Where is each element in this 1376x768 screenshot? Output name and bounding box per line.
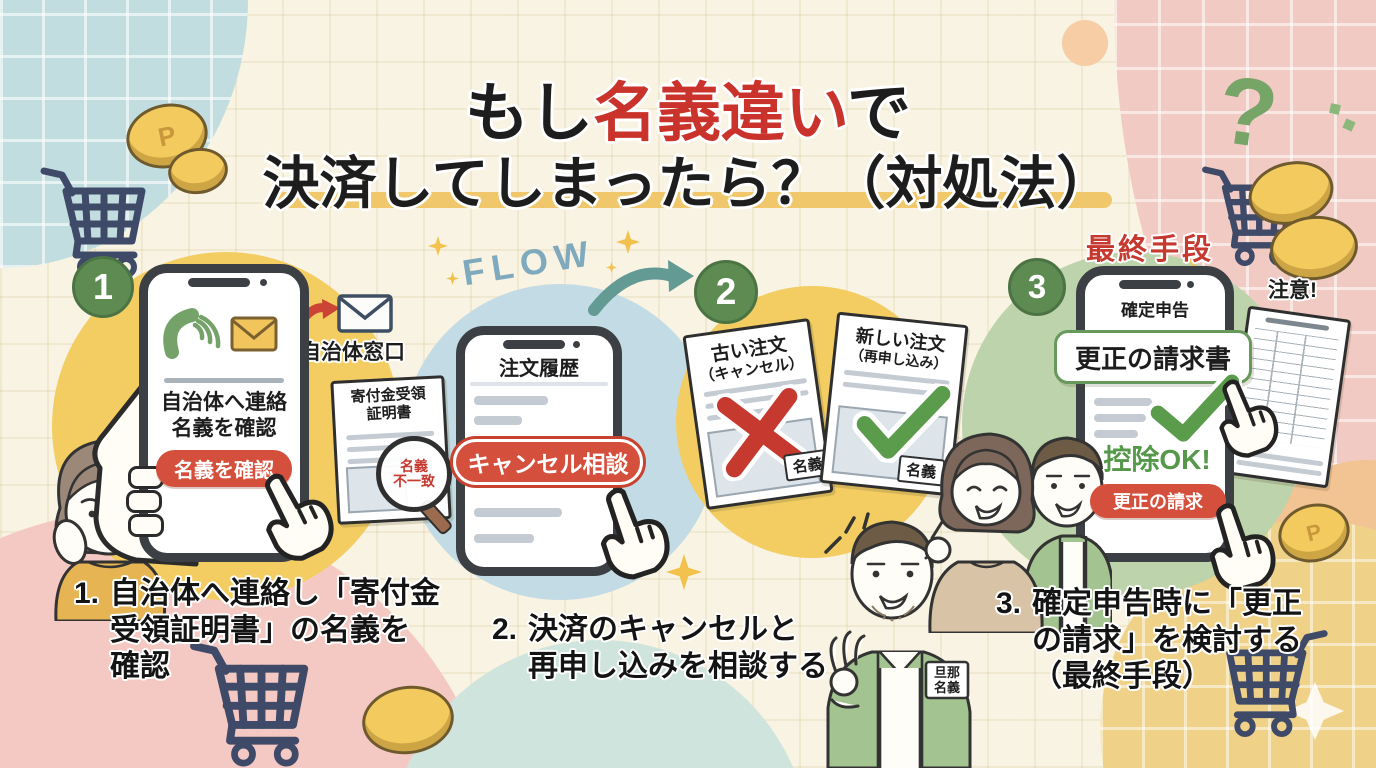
old-order-document: 古い注文 （キャンセル） 名義	[682, 317, 834, 511]
step3-badge: 3	[1008, 258, 1066, 316]
phone-camera-dot	[1187, 281, 1195, 288]
list-line	[474, 508, 562, 517]
deduction-ok-label: 控除OK!	[1103, 444, 1211, 475]
pointer-hand-icon	[1219, 379, 1279, 458]
mail-icon	[230, 316, 278, 352]
phone-call-and-mail-icons	[163, 308, 278, 359]
ok-man-illustration: 旦那 名義	[824, 512, 972, 768]
list-line	[474, 534, 534, 543]
pointer-hand-icon	[600, 487, 670, 580]
caption-step3: 3. 確定申告時に「更正 の請求」を検討する （最終手段）	[996, 586, 1376, 696]
emphasis-lines	[824, 512, 870, 554]
page-title-line1: もし名義違いで	[0, 62, 1376, 154]
finger	[128, 514, 164, 537]
title-highlight: 名義違い	[592, 77, 848, 149]
step1-badge: 1	[72, 256, 134, 318]
step1-phone-message: 自治体へ連絡 名義を確認	[148, 390, 300, 442]
sparkle-icon	[606, 262, 617, 273]
name-mismatch-stamp: 名義 不一致	[393, 457, 435, 489]
municipality-label: 自治体窓口	[300, 341, 405, 364]
caption-step1: 1. 自治体へ連絡し「寄付金 受領証明書」の名義を 確認	[74, 576, 474, 686]
cart-icon	[1226, 630, 1328, 737]
magnifier-icon: 名義 不一致	[376, 436, 452, 512]
phone-call-icon	[163, 308, 221, 359]
caption3-number: 3.	[996, 587, 1022, 620]
title-part1: もし	[464, 77, 593, 149]
step1-phone-text1: 自治体へ連絡	[161, 391, 287, 414]
screen-divider	[164, 378, 284, 383]
list-line	[474, 416, 522, 425]
caption3-text: 確定申告時に「更正 の請求」を検討する （最終手段）	[1032, 587, 1302, 694]
list-line	[1094, 430, 1138, 438]
pointer-hand-icon	[1209, 503, 1276, 592]
phone-notch	[503, 340, 566, 349]
list-line	[1094, 398, 1152, 406]
coin-letter: P	[1303, 518, 1325, 547]
step1-phone-text2: 名義を確認	[171, 416, 277, 440]
red-cross-icon	[712, 383, 811, 482]
peach-dot-top	[1062, 20, 1108, 66]
correction-claim-button[interactable]: 更正の請求	[1090, 484, 1226, 518]
phone-camera-dot	[573, 341, 581, 348]
tax-return-header: 確定申告	[1121, 301, 1189, 320]
cart-icon	[190, 642, 309, 767]
screen-divider	[470, 382, 608, 386]
municipality-mail-icon	[337, 294, 393, 333]
list-line	[1094, 414, 1146, 422]
list-line	[474, 396, 548, 405]
sparkle-icon	[616, 230, 640, 254]
form-header-line	[1265, 317, 1330, 332]
cancel-consult-button-label: キャンセル相談	[456, 442, 640, 482]
finger	[126, 490, 162, 513]
sparkle-icon	[428, 236, 448, 256]
phone-notch	[188, 278, 251, 287]
title-underline-bar	[272, 192, 1112, 208]
caption1-number: 1.	[74, 577, 100, 610]
phone-notch	[1119, 280, 1182, 289]
caption-step2: 2. 決済のキャンセルと 再申し込みを相談する	[492, 612, 872, 685]
correction-claim-box[interactable]: 更正の請求書	[1054, 330, 1252, 384]
step1-confirm-name-button[interactable]: 名義を確認	[156, 450, 292, 487]
new-order-document: 新しい注文 （再申し込み） 名義	[819, 311, 969, 497]
flow-arrow-icon	[588, 260, 694, 316]
couple-woman	[924, 432, 1044, 633]
big-green-check-icon	[1148, 374, 1242, 444]
caption2-text: 決済のキャンセルと 再申し込みを相談する	[528, 613, 828, 683]
phone-camera-dot	[259, 279, 267, 286]
green-check-icon	[851, 380, 954, 464]
caution-label: 注意!	[1268, 279, 1317, 302]
pointer-hand-icon	[265, 473, 334, 561]
caption2-number: 2.	[492, 613, 518, 646]
husband-name-tag-line1: 旦那	[934, 665, 960, 680]
last-resort-label: 最終手段	[1086, 234, 1215, 266]
ok-hand	[829, 630, 866, 709]
caption1-text: 自治体へ連絡し「寄付金 受領証明書」の名義を 確認	[110, 577, 440, 684]
happy-couple-illustration	[924, 432, 1112, 633]
receipt-title: 寄付金受領 証明書	[350, 385, 427, 424]
title-part2: で	[847, 77, 912, 149]
step2-badge: 2	[694, 260, 758, 324]
cancel-consult-button[interactable]: キャンセル相談	[450, 436, 646, 488]
husband-name-tag-line2: 名義	[934, 680, 960, 695]
sparkle-icon	[446, 272, 459, 285]
order-history-header: 注文履歴	[499, 358, 579, 380]
page-title-line2: 決済してしまったら？（対処法）	[262, 152, 1114, 216]
couple-man	[1024, 436, 1112, 633]
